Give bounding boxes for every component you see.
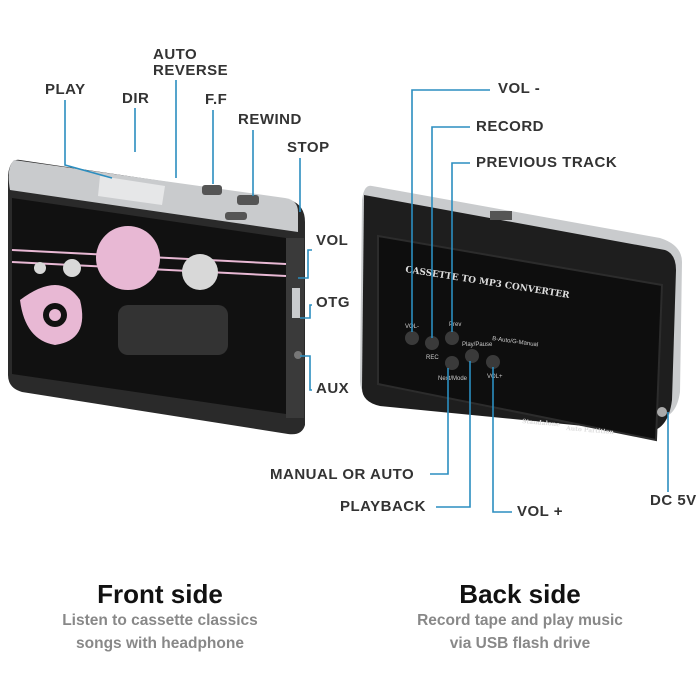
callout-auto-reverse-line1: AUTO — [153, 46, 198, 63]
callout-lines — [64, 80, 669, 513]
print-play-pause: Play/Pause — [462, 342, 493, 348]
callout-dir: DIR — [122, 90, 150, 107]
print-next-mode: Next/Mode — [438, 376, 468, 382]
callout-ff: F.F — [205, 91, 228, 108]
print-vol-plus: VOL+ — [487, 374, 503, 380]
back-device: CASSETTE TO MP3 CONVERTER VOL- REC Prev … — [360, 185, 682, 442]
callout-play: PLAY — [45, 81, 86, 98]
callout-auto-reverse-line2: REVERSE — [153, 62, 229, 79]
front-side-line2: songs with headphone — [76, 635, 244, 652]
callout-vol-plus: VOL + — [517, 503, 563, 520]
print-rec: REC — [426, 355, 439, 361]
print-standalone: Standalone — [522, 418, 561, 428]
callout-vol: VOL — [316, 232, 349, 249]
pink-circle-graphic — [96, 226, 160, 290]
front-side-line1: Listen to cassette classics — [62, 612, 258, 629]
callout-manual-or-auto: MANUAL OR AUTO — [270, 466, 415, 483]
callout-previous-track: PREVIOUS TRACK — [476, 154, 618, 171]
back-side-title: Back side — [459, 579, 581, 609]
print-auto-partition: Auto Partition — [565, 425, 615, 436]
front-side-title: Front side — [97, 579, 223, 609]
front-device — [8, 159, 305, 435]
callout-record: RECORD — [476, 118, 545, 135]
print-prev: Prev — [449, 322, 461, 328]
back-side-line2: via USB flash drive — [449, 635, 591, 652]
callout-stop: STOP — [287, 139, 330, 156]
callout-aux: AUX — [316, 380, 350, 397]
back-side-line1: Record tape and play music — [417, 612, 623, 629]
callout-dc5v: DC 5V — [650, 492, 697, 509]
device-buttons — [405, 331, 500, 370]
callout-rewind: REWIND — [238, 111, 302, 128]
callout-vol-minus: VOL - — [498, 80, 541, 97]
callout-otg: OTG — [316, 294, 350, 311]
callout-playback: PLAYBACK — [340, 498, 426, 515]
